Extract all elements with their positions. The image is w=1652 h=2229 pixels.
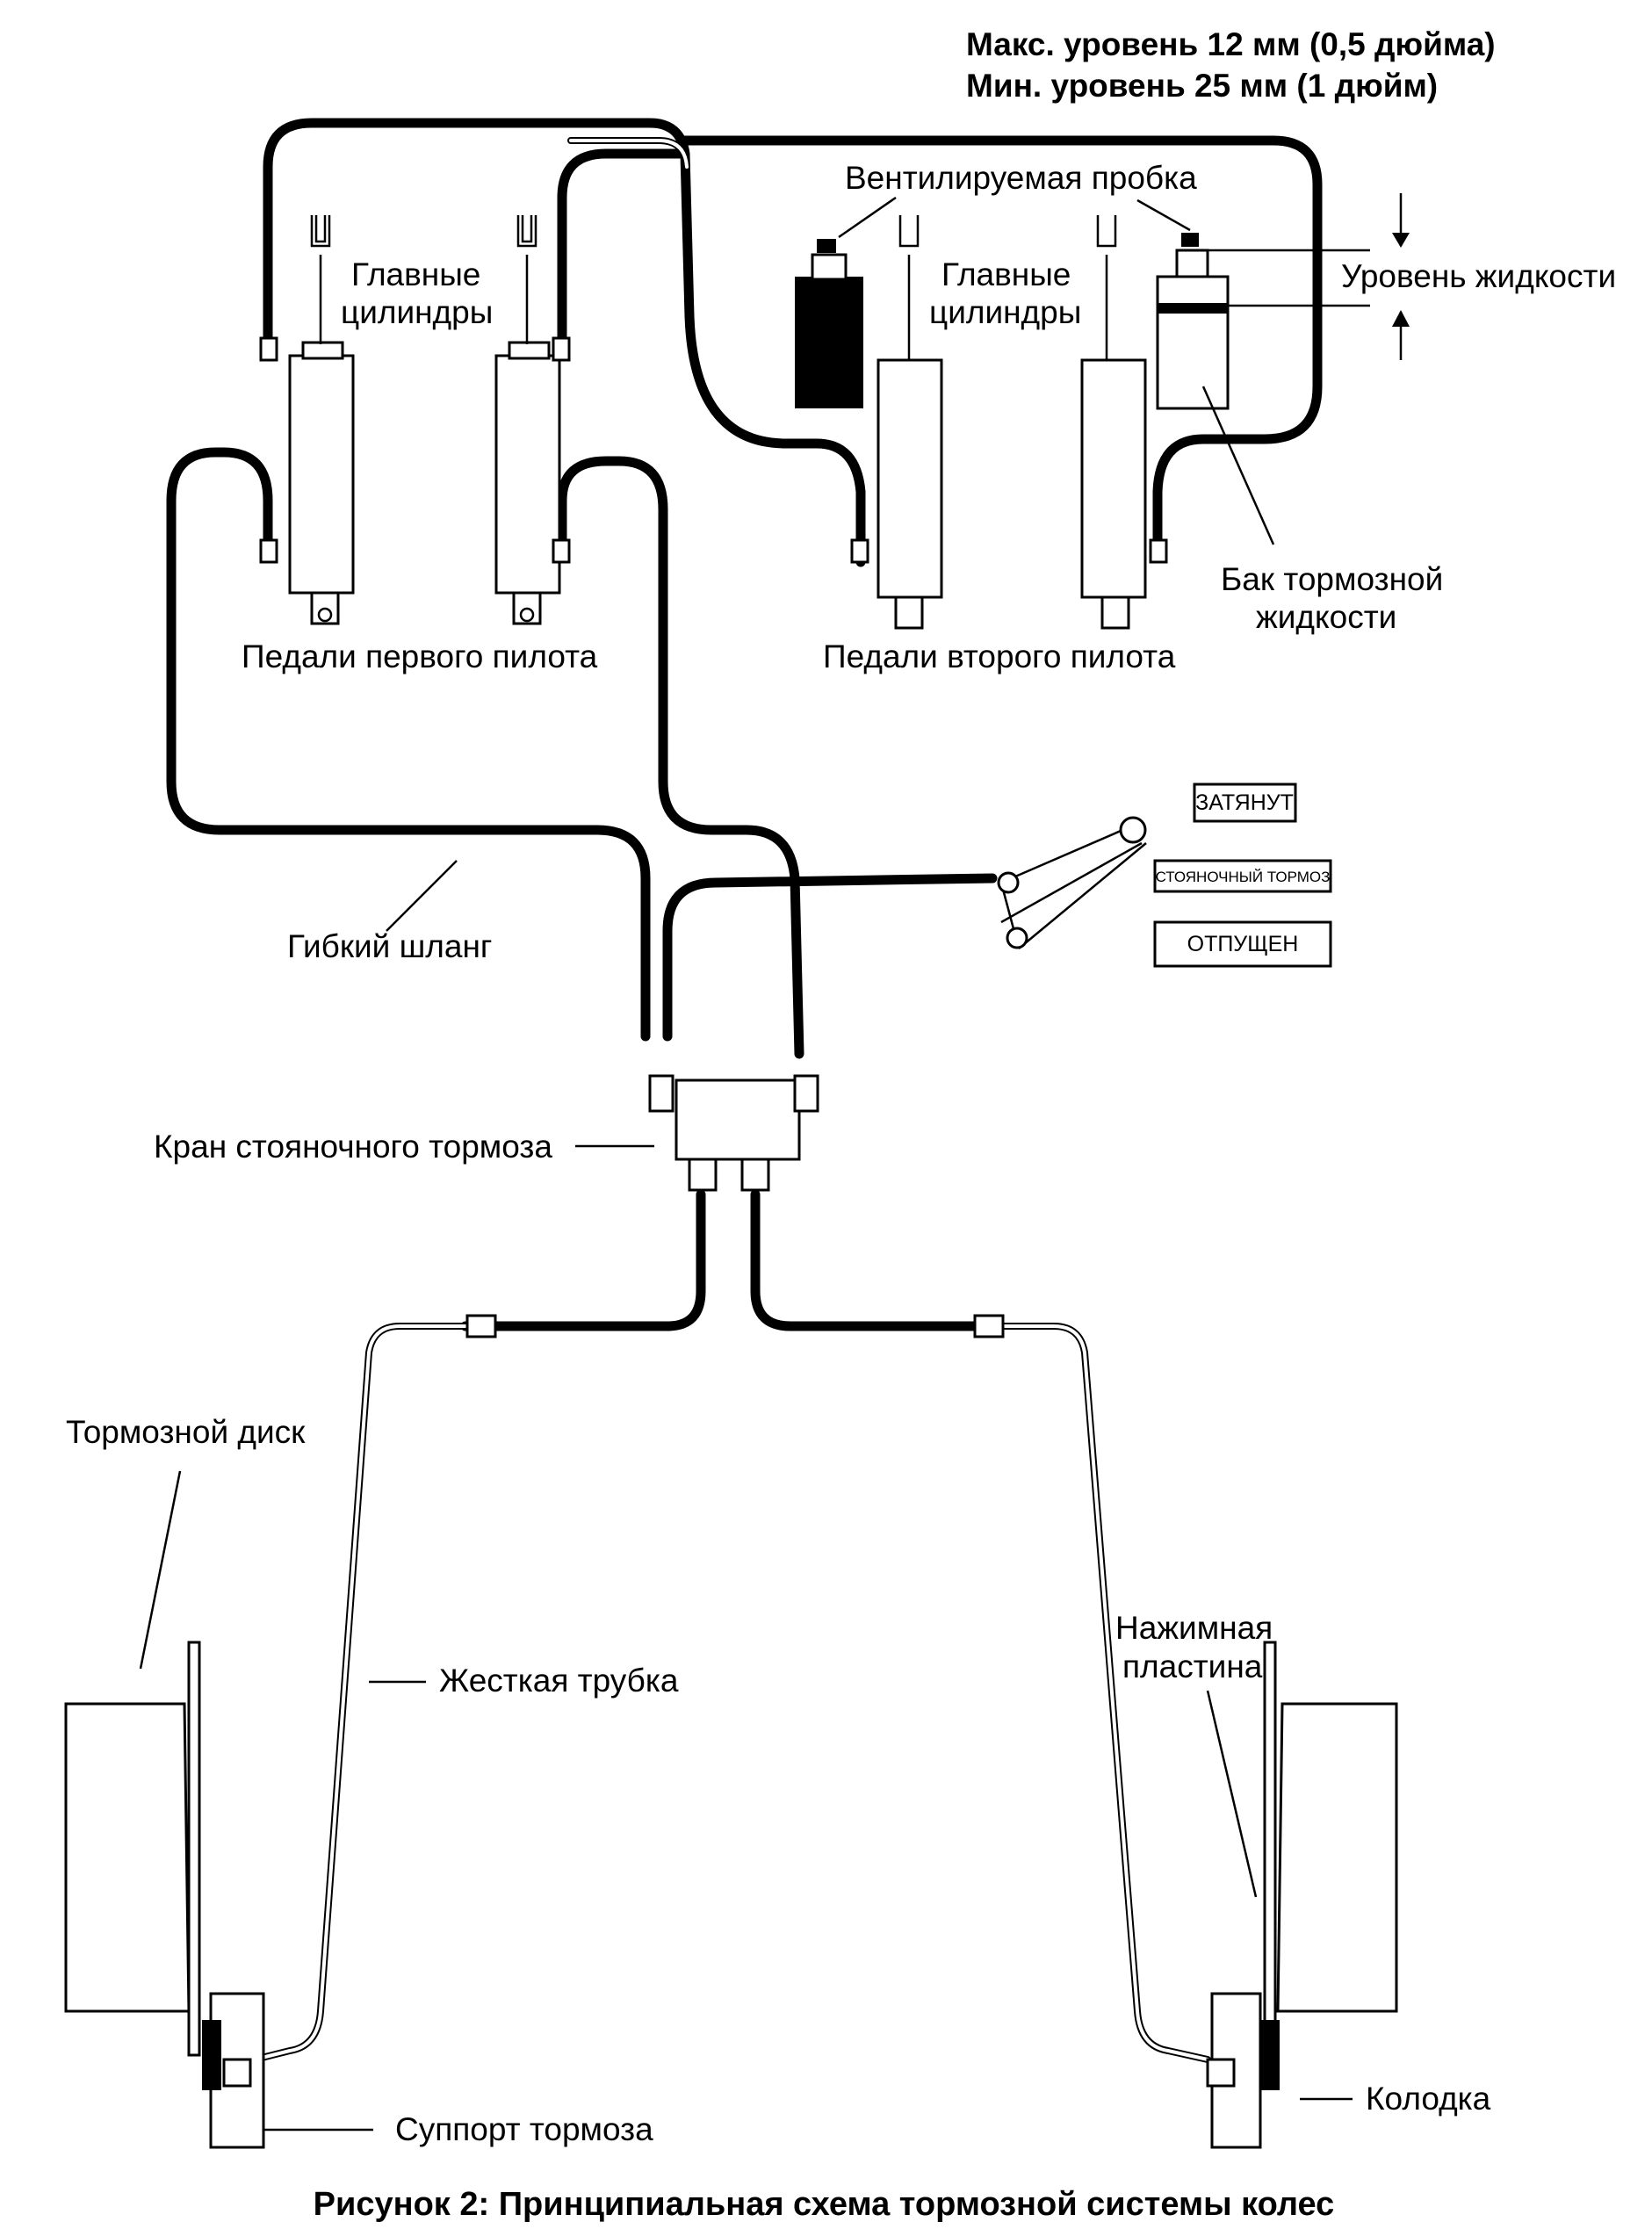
brake-disc-right — [1276, 1702, 1398, 2013]
master-cylinder-left — [288, 354, 355, 595]
fluid-level-label: Уровень жидкости — [1341, 258, 1616, 294]
hose-valve-right — [750, 1189, 998, 1331]
reservoir-right — [1156, 275, 1230, 410]
rigid-tubes — [251, 137, 1211, 2063]
lever-name-label: СТОЯНОЧНЫЙ ТОРМОЗ — [1156, 869, 1331, 885]
pressure-plate-label-1: Нажимная — [1115, 1610, 1273, 1646]
hose-pilot1-right-loop — [557, 456, 804, 1059]
reservoir-label-1: Бак тормозной — [1221, 561, 1443, 597]
hose-lever-link — [662, 873, 998, 1042]
hose-top-loop — [263, 118, 866, 541]
master-cylinder-right — [494, 354, 561, 595]
parking-valve-label: Кран стояночного тормоза — [154, 1129, 552, 1165]
wheel-left — [64, 1641, 265, 2149]
state-on-box — [1193, 783, 1297, 823]
leader-lines — [139, 196, 1353, 2132]
master-cylinders-pilot2 — [795, 215, 1230, 630]
rigid-tube-label: Жесткая трубка — [439, 1663, 679, 1699]
lever-state-panel: ЗАТЯНУТ СТОЯНОЧНЫЙ ТОРМОЗ ОТПУЩЕН — [1153, 783, 1332, 968]
master-cyl-left-label-2: цилиндры — [341, 294, 493, 330]
parking-valve — [465, 1074, 1005, 1338]
state-off-box — [1153, 920, 1332, 968]
fluid-level-indicator — [1194, 193, 1410, 545]
brake-disc-left — [64, 1702, 191, 2013]
hose-network — [166, 118, 1323, 1331]
parking-valve-body — [675, 1078, 801, 1161]
vent-cap-label: Вентилируемая пробка — [845, 160, 1197, 196]
figure-caption: Рисунок 2: Принципиальная схема тормозно… — [314, 2186, 1335, 2223]
master-cyl-right-label-1: Главные — [941, 256, 1071, 292]
hose-valve-left — [460, 1189, 706, 1331]
master-cylinder-p2-right — [1080, 358, 1147, 599]
reservoir-left — [795, 277, 863, 408]
pressure-plate-label-2: пластина — [1122, 1648, 1263, 1684]
flex-hose-label: Гибкий шланг — [287, 928, 492, 964]
max-level-label: Макс. уровень 12 мм (0,5 дюйма) — [966, 26, 1496, 62]
brake-disc-label: Тормозной диск — [66, 1414, 306, 1450]
master-cylinder-p2-left — [876, 358, 943, 599]
caliper-label: Суппорт тормоза — [395, 2111, 653, 2147]
master-cylinders-pilot1 — [259, 215, 571, 625]
hose-reservoir-loop — [680, 135, 1323, 541]
hose-pilot1-left-loop — [166, 447, 651, 1042]
wheel-right — [1206, 1641, 1398, 2149]
pilot1-pedals-label: Педали первого пилота — [242, 638, 598, 674]
state-on-label: ЗАТЯНУТ — [1195, 790, 1294, 815]
state-off-label: ОТПУЩЕН — [1187, 932, 1299, 956]
min-level-label: Мин. уровень 25 мм (1 дюйм) — [966, 68, 1438, 104]
pad-label: Колодка — [1366, 2081, 1491, 2117]
reservoir-label-2: жидкости — [1256, 599, 1396, 635]
pilot2-pedals-label: Педали второго пилота — [823, 638, 1176, 674]
hose-pilot1-cyl-top — [557, 148, 686, 352]
master-cyl-right-label-2: цилиндры — [929, 294, 1081, 330]
parking-brake-lever — [997, 816, 1147, 949]
master-cyl-left-label-1: Главные — [351, 256, 480, 292]
lever-name-box — [1153, 859, 1332, 893]
